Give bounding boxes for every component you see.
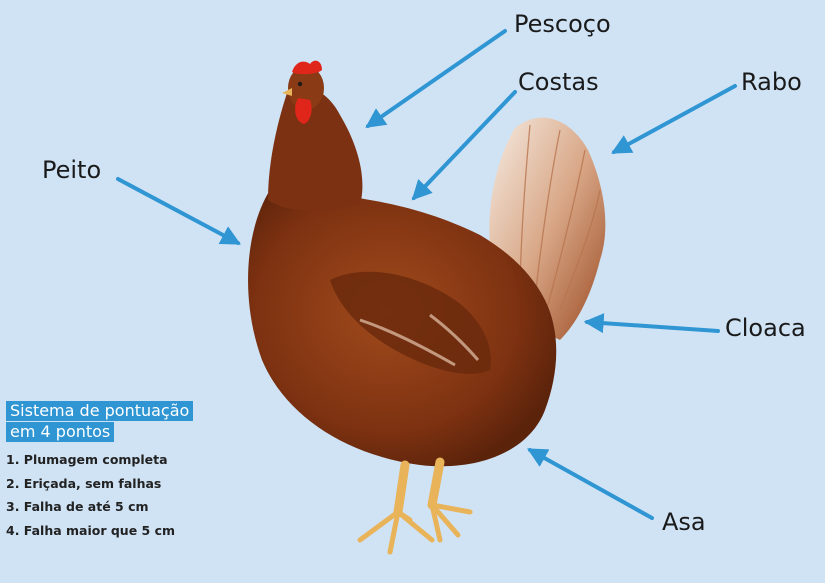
arrow-rabo	[614, 86, 735, 152]
scoring-title-line2: em 4 pontos	[6, 422, 114, 442]
label-asa: Asa	[662, 510, 706, 534]
scoring-legend: Sistema de pontuação em 4 pontos 1. Plum…	[6, 401, 246, 542]
label-rabo: Rabo	[741, 70, 802, 94]
hen-comb	[292, 61, 322, 75]
arrow-peito	[118, 179, 238, 243]
hen-leg-right	[432, 462, 440, 505]
scoring-list: 1. Plumagem completa 2. Eriçada, sem fal…	[6, 448, 246, 542]
arrow-cloaca	[587, 322, 718, 331]
label-peito: Peito	[42, 158, 101, 182]
scoring-item-2: 2. Eriçada, sem falhas	[6, 472, 246, 496]
scoring-item-1: 1. Plumagem completa	[6, 448, 246, 472]
arrow-pescoco	[368, 31, 505, 126]
scoring-item-4: 4. Falha maior que 5 cm	[6, 519, 246, 543]
scoring-title-line1: Sistema de pontuação	[6, 401, 193, 421]
label-pescoco: Pescoço	[514, 12, 611, 36]
arrow-asa	[530, 450, 652, 518]
label-costas: Costas	[518, 70, 599, 94]
hen-eye	[298, 82, 302, 86]
label-cloaca: Cloaca	[725, 316, 806, 340]
hen-illustration	[248, 61, 605, 552]
hen-leg-left	[398, 465, 405, 512]
scoring-item-3: 3. Falha de até 5 cm	[6, 495, 246, 519]
